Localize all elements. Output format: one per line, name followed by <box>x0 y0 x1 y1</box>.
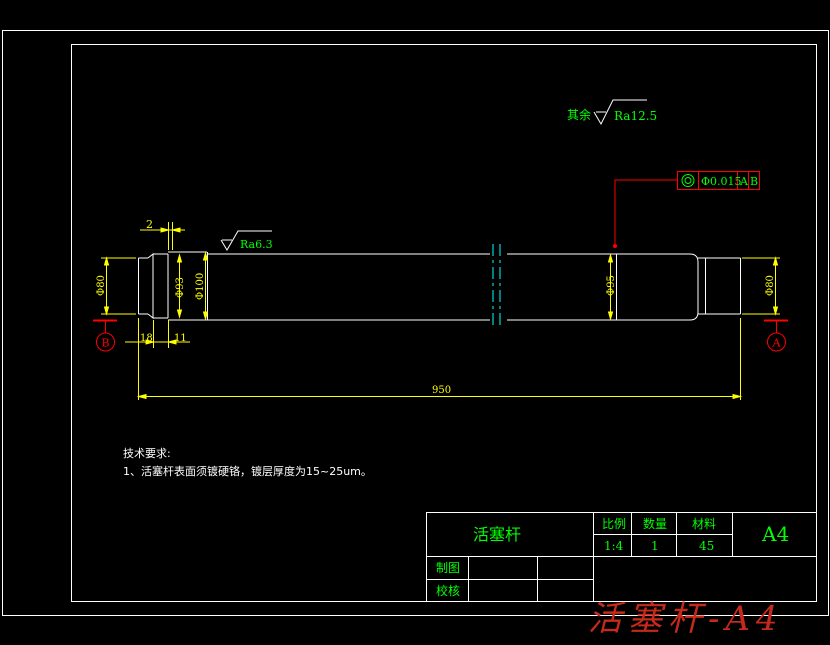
dimension-lines <box>101 222 780 400</box>
datum-marker-a: A <box>764 319 788 352</box>
roughness-local: Ra6.3 <box>220 230 273 251</box>
part-name: 活塞杆 <box>473 525 521 544</box>
tolerance-datum-b: B <box>750 175 758 188</box>
tolerance-datum-a: A <box>739 175 749 188</box>
roughness-local-icon <box>220 230 272 251</box>
dim-body-diameter: Φ95 <box>606 275 617 296</box>
tolerance-frame: Φ0.015 A B <box>613 171 760 248</box>
notes-heading: 技术要求: <box>123 447 171 460</box>
material-label: 材料 <box>692 517 716 531</box>
quantity-label: 数量 <box>643 516 667 531</box>
scale-value: 1:4 <box>604 539 624 553</box>
dim-collar-diameter: Φ100 <box>195 273 206 300</box>
roughness-local-value: Ra6.3 <box>240 238 273 251</box>
tolerance-leader <box>614 179 677 246</box>
datum-a-label: A <box>772 337 782 350</box>
roughness-other-label: 其余 <box>567 107 591 122</box>
quantity-value: 1 <box>651 539 659 553</box>
drawn-label: 制图 <box>436 561 460 575</box>
scale-label: 比例 <box>602 517 626 531</box>
title-block <box>426 512 817 602</box>
datum-b-label: B <box>102 337 110 350</box>
dim-left-end-diameter: Φ80 <box>96 275 107 296</box>
notes-line-1: 1、活塞杆表面须镀硬铬，镀层厚度为15~25um。 <box>123 464 372 478</box>
leader-dot <box>613 244 617 248</box>
sheet-size: A4 <box>761 522 789 546</box>
roughness-other-value: Ra12.5 <box>614 109 657 123</box>
dim-right-end-diameter: Φ80 <box>765 275 776 296</box>
tolerance-value: Φ0.015 <box>701 175 742 188</box>
dim-chamfer: 2 <box>146 218 153 231</box>
datum-marker-b: B <box>93 319 117 352</box>
shaft-outline <box>138 251 741 321</box>
dim-left-step-length: 18 <box>140 333 153 344</box>
dim-collar-length: 11 <box>174 333 187 344</box>
roughness-symbol-icon <box>593 99 647 126</box>
material-value: 45 <box>699 539 714 553</box>
tolerance-box <box>677 171 760 190</box>
watermark: 活塞杆-A4 <box>588 599 784 639</box>
roughness-other: 其余 Ra12.5 <box>567 99 657 126</box>
concentricity-icon <box>681 174 695 187</box>
dim-groove-diameter: Φ93 <box>175 277 186 298</box>
dim-total-length: 950 <box>432 385 451 396</box>
checked-label: 校核 <box>436 583 460 598</box>
outer-frame <box>2 30 829 616</box>
break-lines <box>492 244 501 326</box>
